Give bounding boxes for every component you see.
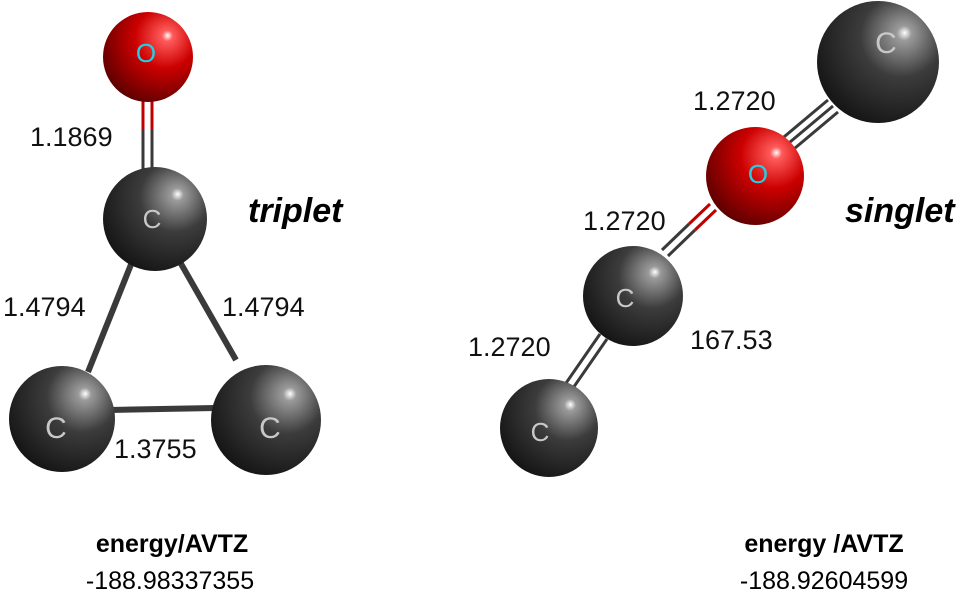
triplet-energy-title: energy/AVTZ [96, 530, 248, 558]
triplet-oxygen-label: O [136, 38, 156, 68]
triplet-carbon-left-label: C [45, 412, 67, 445]
triplet-carbon-right-atom [211, 365, 321, 475]
triplet-left-bond [85, 260, 135, 374]
singlet-mid-bond-length: 1.2720 [583, 206, 666, 236]
singlet-carbon-top-atom [817, 1, 939, 123]
singlet-mid-bond-grey-2 [666, 228, 697, 258]
singlet-state-label: singlet [845, 192, 956, 230]
triplet-energy-value: -188.98337355 [86, 567, 254, 595]
singlet-oxygen-atom [706, 127, 804, 225]
triplet-oxygen-atom [103, 12, 193, 102]
triplet-bonds [85, 100, 239, 413]
triplet-bottom-bond-length: 1.3755 [114, 434, 197, 464]
triplet-co-bond-length: 1.1869 [30, 122, 113, 152]
singlet-carbon-bottom-atom [500, 379, 598, 477]
singlet-bottom-bond-1 [562, 333, 602, 387]
triplet-left-bond-length: 1.4794 [3, 292, 86, 322]
singlet-mid-bond-red-2 [693, 208, 718, 232]
triplet-carbon-left-atom [9, 366, 115, 472]
singlet-mid-bond-red-1 [687, 202, 712, 226]
singlet-bottom-bond-2 [569, 338, 609, 392]
singlet-carbon-top-label: C [875, 27, 897, 60]
triplet-carbon-right-label: C [259, 412, 281, 445]
singlet-energy-title: energy /AVTZ [744, 530, 903, 558]
singlet-carbon-mid-label: C [616, 283, 635, 313]
singlet-molecule: C O C C 1.2720 1.2720 1.2720 167.53 sing… [468, 1, 956, 595]
singlet-oxygen-label: O [748, 159, 768, 189]
singlet-energy-value: -188.92604599 [740, 567, 908, 595]
triplet-carbon-top-atom [103, 167, 207, 271]
singlet-mid-bond-grey-1 [660, 222, 691, 252]
triplet-carbon-top-label: C [143, 204, 162, 234]
triplet-right-bond-length: 1.4794 [222, 292, 305, 322]
singlet-carbon-bottom-label: C [531, 417, 550, 447]
triplet-right-bond [177, 260, 239, 362]
singlet-bond-angle: 167.53 [690, 325, 773, 355]
singlet-carbon-mid-atom [583, 246, 683, 346]
triplet-bottom-bond [109, 405, 216, 413]
triplet-molecule: O C C C 1.1869 1.4794 1.4794 1.3755 trip… [3, 12, 344, 595]
singlet-bottom-bond-length: 1.2720 [468, 332, 551, 362]
singlet-top-bond-length: 1.2720 [693, 86, 776, 116]
triplet-state-label: triplet [248, 192, 344, 230]
